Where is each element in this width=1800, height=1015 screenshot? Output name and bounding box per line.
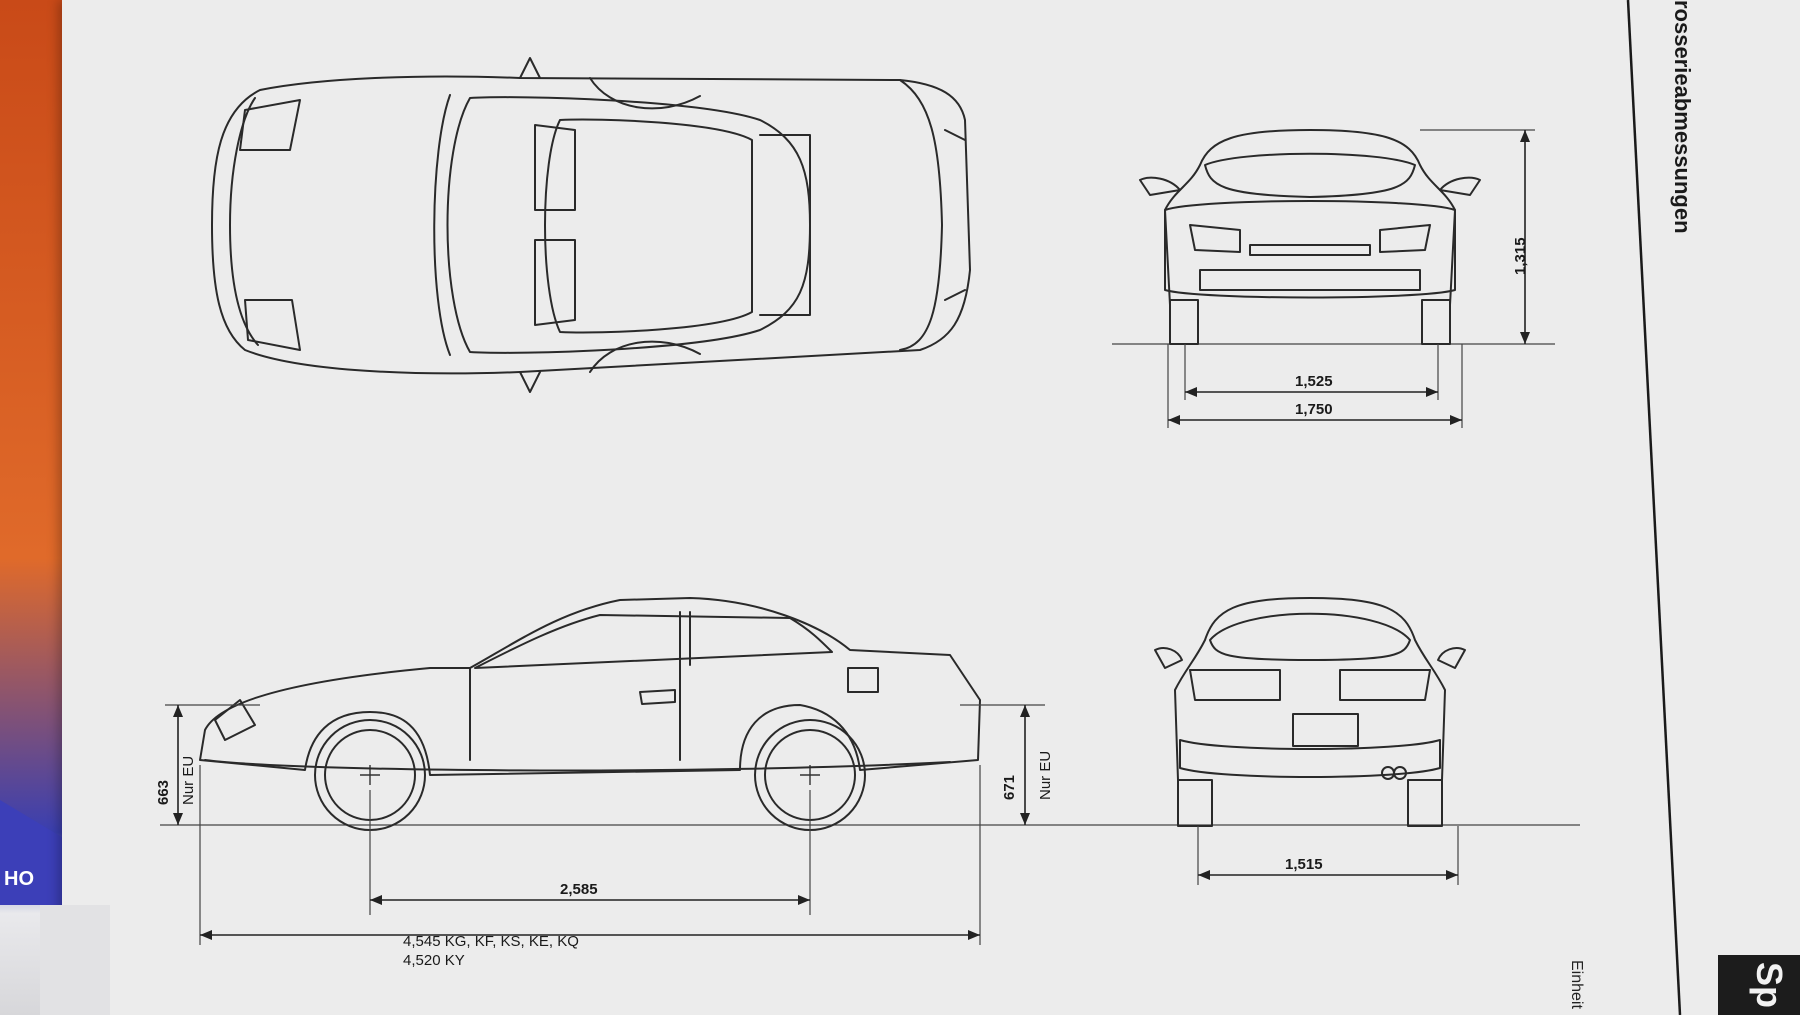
front-track-label: 1,525: [1295, 373, 1333, 390]
front-overhang-note: Nur EU: [180, 756, 197, 805]
page-shadow-corner: [40, 905, 110, 1015]
front-dimensions: 1,315 1,525 1,750: [1167, 129, 1535, 428]
vertical-section-title: rosserieabmessungen: [1670, 0, 1695, 234]
chapter-tab-label: Sp: [1749, 962, 1790, 1009]
cover-tab-text: HO: [4, 868, 34, 890]
car-rear-view: [1154, 597, 1466, 827]
manual-page: [62, 0, 1800, 1015]
car-top-view: [211, 57, 971, 393]
length-label-2: 4,520 KY: [403, 952, 465, 969]
front-width-label: 1,750: [1295, 401, 1333, 418]
footer-unit-note: Einheit: [1568, 960, 1585, 1009]
front-height-label: 1,315: [1512, 237, 1529, 275]
rear-track-label: 1,515: [1285, 856, 1323, 873]
rear-overhang-height: 671: [1001, 775, 1018, 800]
chapter-tab: [1718, 955, 1800, 1015]
car-side-view: [160, 597, 1580, 831]
rear-overhang-note: Nur EU: [1037, 751, 1054, 800]
front-overhang-height: 663: [155, 780, 172, 805]
wheelbase-label: 2,585: [560, 881, 598, 898]
length-label-1: 4,545 KG, KF, KS, KE, KQ: [403, 933, 579, 950]
side-dimensions: 663 Nur EU 671 Nur EU 2,585 4,545 KG, KF…: [155, 704, 1054, 969]
page-rule-line: [1626, 0, 1682, 1015]
car-front-view: [1112, 129, 1555, 345]
rear-dimensions: 1,515: [1197, 826, 1459, 885]
